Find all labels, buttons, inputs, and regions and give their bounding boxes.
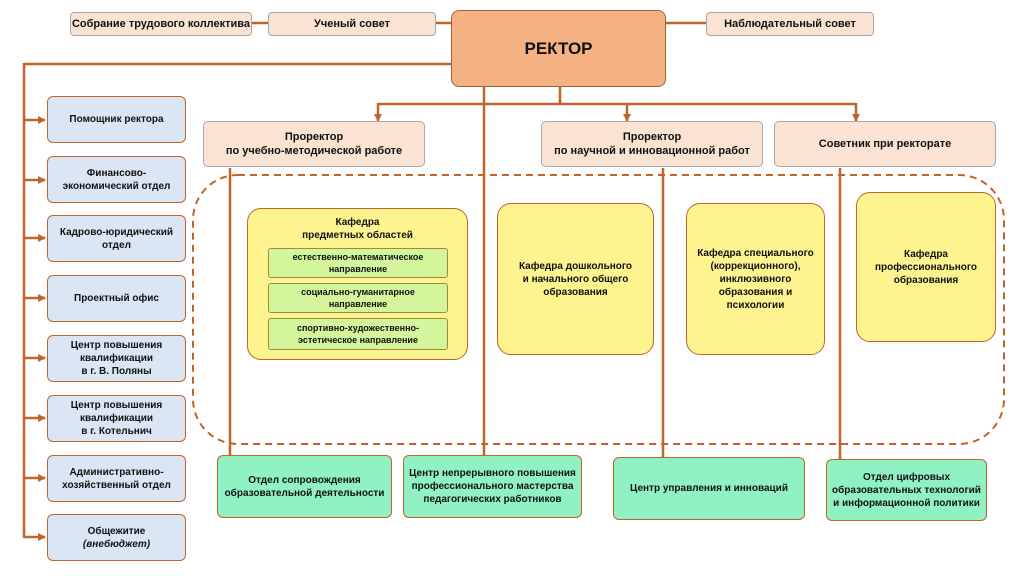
unit-line: Центр управления и инноваций	[630, 483, 788, 494]
side-unit-line: Центр повышения	[70, 340, 163, 351]
rector-box: РЕКТОР	[451, 10, 666, 87]
side-unit-line: Финансово-	[86, 167, 147, 179]
unit-continuous-training: Центр непрерывного повышения профессиона…	[403, 455, 582, 518]
direction-line: естественно-математическое	[292, 252, 424, 262]
side-unit-line: квалификации	[80, 413, 153, 424]
unit-line: Отдел сопровождения	[248, 474, 361, 486]
department-line: психологии	[726, 299, 785, 311]
department-line: Кафедра дошкольного	[518, 260, 633, 272]
prorector-science-box: Проректор по научной и инновационной раб…	[541, 121, 763, 167]
direction-social-humanitarian: социально-гуманитарное направление	[268, 283, 448, 313]
prorector-methodical-line1: Проректор	[284, 131, 344, 143]
direction-line: спортивно-художественно-	[296, 323, 420, 333]
unit-digital-technologies: Отдел цифровых образовательных технологи…	[826, 459, 987, 521]
side-unit-finance: Финансово- экономический отдел	[47, 156, 186, 203]
side-unit-line: Кадрово-юридический	[59, 226, 174, 238]
supervisory-board-box: Наблюдательный совет	[706, 12, 874, 36]
unit-line: Центр непрерывного повышения	[409, 468, 576, 479]
side-unit-admin: Административно- хозяйственный отдел	[47, 455, 186, 502]
department-line: Кафедра	[904, 248, 948, 260]
side-unit-line: Центр повышения	[70, 400, 163, 411]
direction-sport-art: спортивно-художественно- эстетическое на…	[268, 318, 448, 350]
prorector-science-line2: по научной и инновационной работ	[554, 145, 750, 157]
direction-line: социально-гуманитарное	[301, 287, 415, 297]
department-line: образования	[543, 286, 608, 298]
advisor-box: Советник при ректорате	[774, 121, 996, 167]
department-special-education: Кафедра специального (коррекционного), и…	[686, 203, 825, 355]
advisor-label: Советник при ректорате	[818, 138, 952, 150]
rector-label: РЕКТОР	[524, 38, 593, 58]
side-unit-line: хозяйственный отдел	[62, 479, 171, 491]
department-title-line: предметных областей	[302, 230, 413, 241]
unit-line: образовательной деятельности	[224, 487, 385, 499]
department-line: (коррекционного),	[710, 260, 801, 272]
unit-line: профессионального мастерства	[411, 481, 574, 492]
side-unit-dormitory: Общежитие (внебюджет)	[47, 514, 186, 561]
prorector-methodical-line2: по учебно-методической работе	[225, 145, 403, 157]
department-preschool: Кафедра дошкольного и начального общего …	[497, 203, 654, 355]
department-line: и начального общего	[522, 273, 629, 285]
unit-educational-support: Отдел сопровождения образовательной деят…	[217, 455, 392, 518]
unit-line: педагогических работников	[423, 494, 562, 505]
side-unit-line: квалификации	[80, 353, 153, 364]
labor-collective-box: Собрание трудового коллектива	[70, 12, 252, 36]
side-unit-line: Помощник ректора	[69, 114, 164, 125]
unit-line: образовательных технологий	[832, 484, 981, 496]
direction-line: направление	[328, 299, 388, 309]
department-line: образования и	[718, 286, 793, 298]
departments-group	[192, 174, 1005, 445]
department-line: профессионального	[874, 261, 978, 273]
labor-collective-label: Собрание трудового коллектива	[71, 18, 251, 30]
side-unit-line: Административно-	[69, 466, 164, 478]
side-unit-line: Общежитие	[87, 525, 146, 537]
side-unit-line: отдел	[102, 239, 131, 251]
academic-council-box: Ученый совет	[268, 12, 436, 36]
side-unit-assistant: Помощник ректора	[47, 96, 186, 143]
direction-natural-math: естественно-математическое направление	[268, 248, 448, 278]
side-unit-line: Проектный офис	[74, 293, 159, 304]
department-title-line: Кафедра	[335, 217, 380, 228]
supervisory-board-label: Наблюдательный совет	[724, 18, 856, 30]
side-unit-hr-legal: Кадрово-юридический отдел	[47, 215, 186, 262]
department-line: образования	[893, 274, 959, 286]
unit-line: Отдел цифровых	[862, 471, 951, 483]
side-unit-training-polyany: Центр повышения квалификации в г. В. Пол…	[47, 335, 186, 382]
academic-council-label: Ученый совет	[313, 18, 391, 30]
unit-management-innovation: Центр управления и инноваций	[613, 457, 805, 520]
department-line: Кафедра специального	[697, 247, 814, 259]
prorector-science-line1: Проректор	[622, 131, 682, 143]
side-unit-line: экономический отдел	[62, 180, 171, 192]
department-professional: Кафедра профессионального образования	[856, 192, 996, 342]
side-unit-line: (внебюджет)	[82, 538, 151, 550]
side-unit-project-office: Проектный офис	[47, 275, 186, 322]
department-line: инклюзивного	[719, 273, 792, 285]
unit-line: и информационной политики	[833, 497, 980, 509]
direction-line: направление	[328, 264, 388, 274]
direction-line: эстетическое направление	[298, 335, 418, 345]
side-unit-line: в г. В. Поляны	[81, 366, 152, 377]
prorector-methodical-box: Проректор по учебно-методической работе	[203, 121, 425, 167]
side-unit-line: в г. Котельнич	[81, 426, 152, 437]
side-unit-training-kotelnich: Центр повышения квалификации в г. Котель…	[47, 395, 186, 442]
